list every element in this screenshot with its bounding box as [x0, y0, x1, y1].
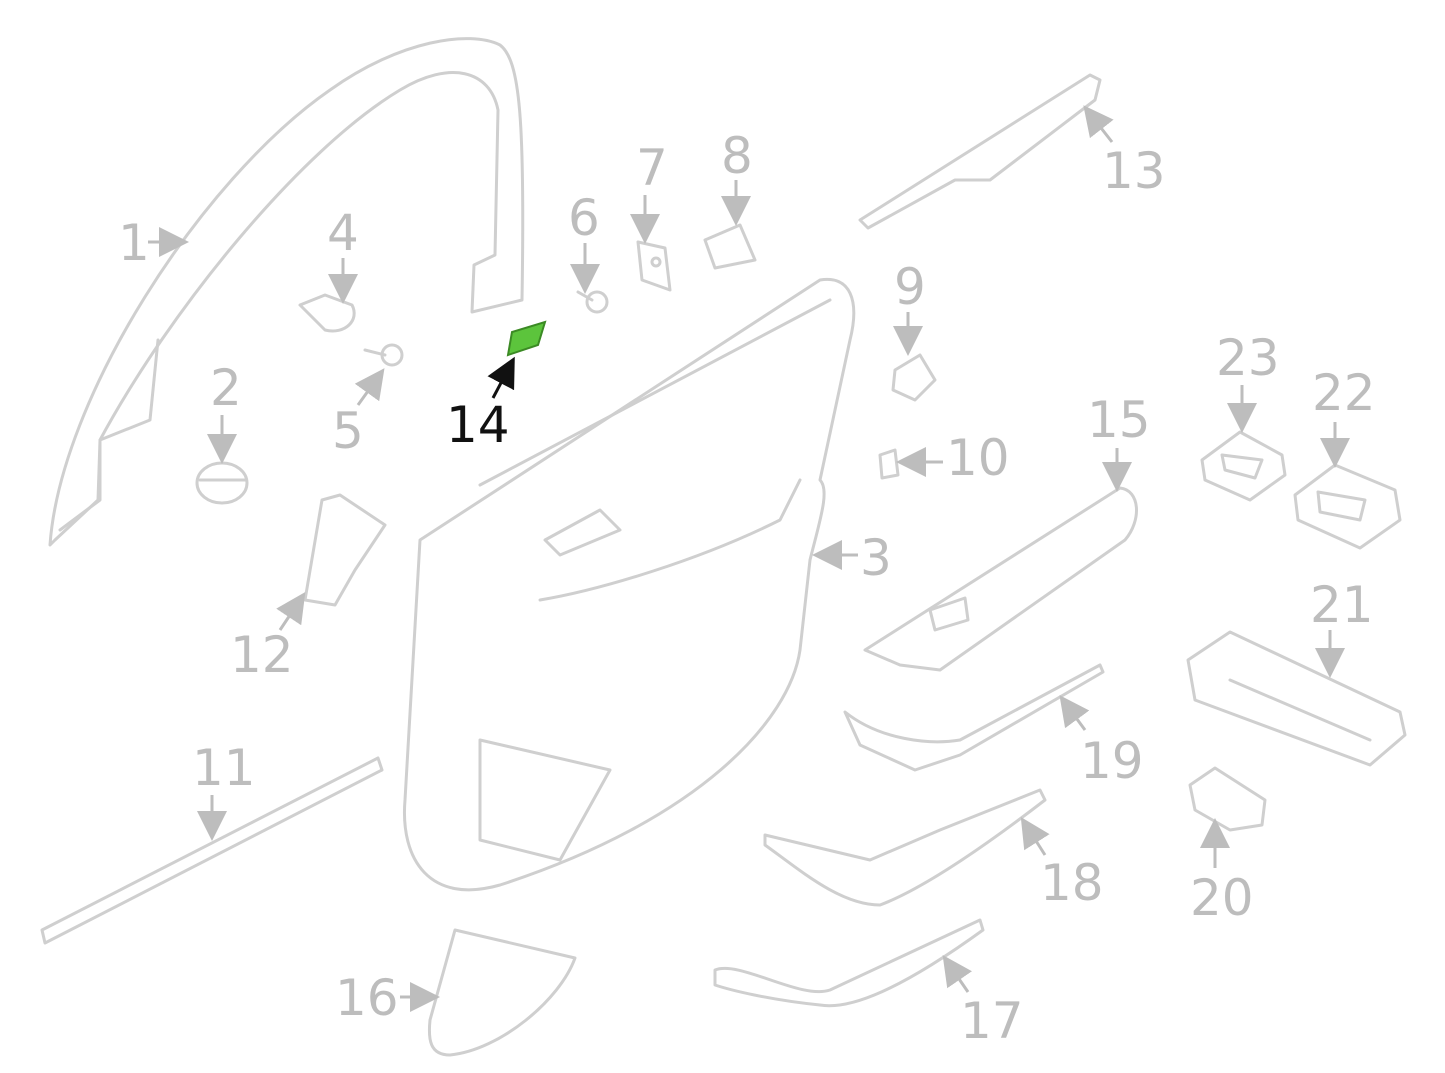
part-17-trim-strip[interactable] — [713, 918, 985, 1008]
label-23[interactable]: 23 — [1216, 329, 1280, 387]
label-19[interactable]: 19 — [1080, 732, 1144, 790]
part-7-bracket[interactable] — [636, 240, 672, 292]
label-14[interactable]: 14 — [446, 396, 510, 454]
label-11[interactable]: 11 — [192, 739, 256, 797]
part-13-trim-strip[interactable] — [858, 73, 1102, 230]
part-4-clip[interactable] — [298, 293, 356, 333]
part-23-switch[interactable] — [1200, 430, 1287, 502]
part-19-bracket[interactable] — [843, 663, 1105, 772]
part-8-clip[interactable] — [703, 223, 757, 270]
label-1[interactable]: 1 — [118, 214, 150, 272]
label-21[interactable]: 21 — [1310, 576, 1374, 634]
label-3[interactable]: 3 — [860, 529, 892, 587]
part-5-screw[interactable] — [363, 343, 404, 367]
label-10[interactable]: 10 — [946, 429, 1010, 487]
part-20-switch[interactable] — [1188, 766, 1267, 832]
label-18[interactable]: 18 — [1040, 854, 1104, 912]
label-5[interactable]: 5 — [332, 402, 364, 460]
part-10-clip[interactable] — [878, 448, 900, 480]
part-16-frame-trim[interactable] — [427, 928, 577, 1057]
part-15-armrest-trim[interactable] — [863, 486, 1138, 672]
label-13[interactable]: 13 — [1102, 142, 1166, 200]
label-6[interactable]: 6 — [568, 189, 600, 247]
part-14-highlighted-part[interactable] — [506, 320, 547, 357]
label-22[interactable]: 22 — [1312, 364, 1376, 422]
part-11-seal-strip[interactable] — [40, 756, 384, 945]
part-12-trim-piece[interactable] — [303, 493, 387, 607]
label-15[interactable]: 15 — [1087, 391, 1151, 449]
label-4[interactable]: 4 — [327, 204, 359, 262]
label-2[interactable]: 2 — [210, 359, 242, 417]
part-22-switch[interactable] — [1293, 463, 1402, 550]
label-7[interactable]: 7 — [636, 139, 668, 197]
part-3-door-panel[interactable] — [402, 277, 856, 892]
part-9-cap[interactable] — [891, 353, 937, 402]
part-6-pin[interactable] — [576, 290, 609, 314]
label-9[interactable]: 9 — [894, 258, 926, 316]
callout-labels: 1 2 3 4 5 6 7 8 9 10 11 12 13 14 15 16 1… — [118, 127, 1376, 1050]
label-8[interactable]: 8 — [721, 127, 753, 185]
part-18-bracket[interactable] — [763, 788, 1047, 907]
label-17[interactable]: 17 — [960, 992, 1024, 1050]
part-1-window-frame-trim[interactable] — [48, 37, 525, 547]
callout-arrows — [148, 105, 1350, 1012]
part-2-clip[interactable] — [195, 461, 249, 505]
label-12[interactable]: 12 — [230, 626, 294, 684]
label-16[interactable]: 16 — [335, 969, 399, 1027]
label-20[interactable]: 20 — [1190, 869, 1254, 927]
part-21-switch-panel[interactable] — [1186, 630, 1407, 767]
